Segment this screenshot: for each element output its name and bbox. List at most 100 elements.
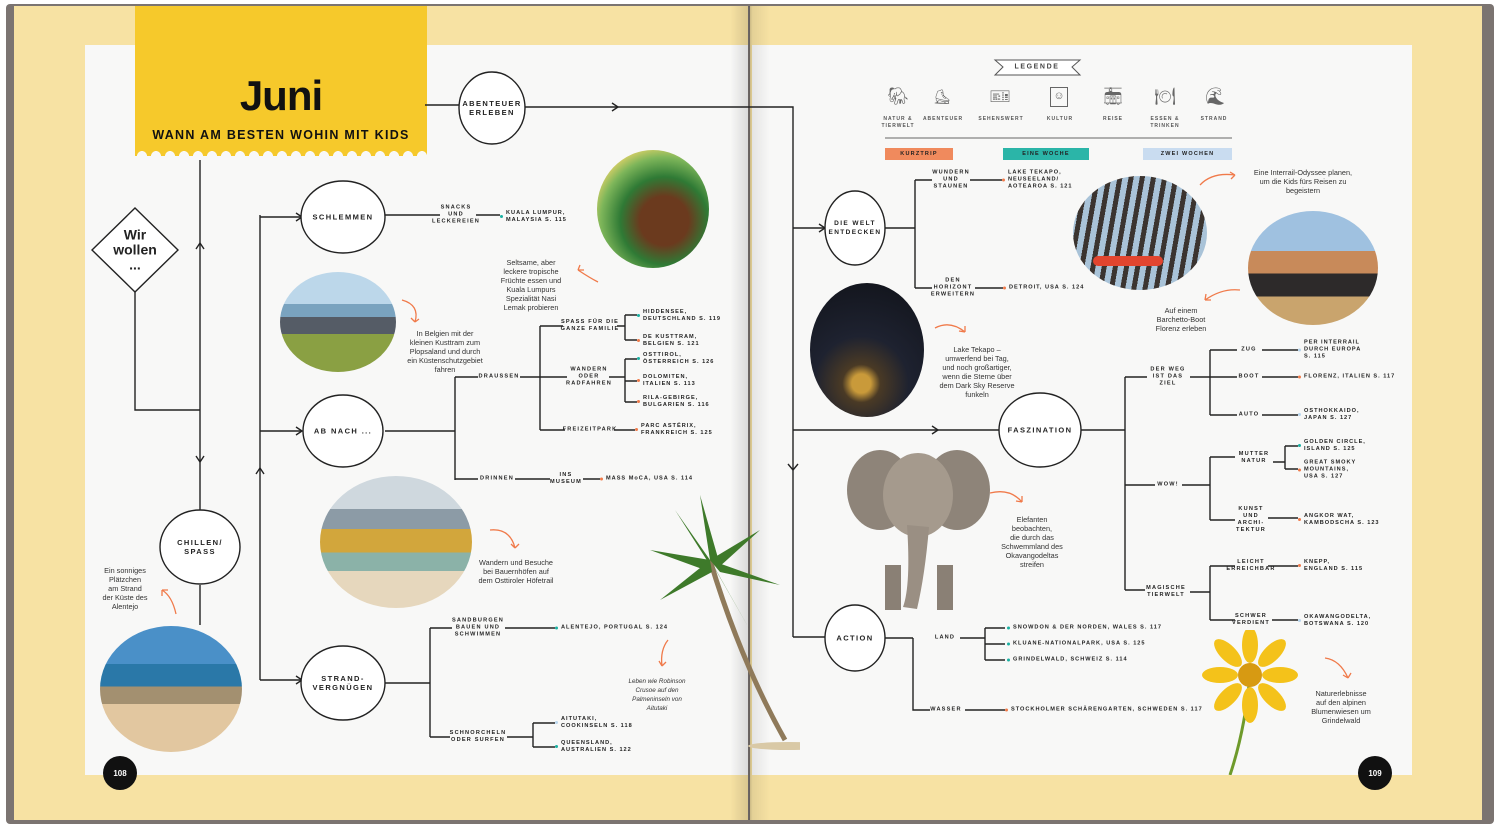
destination-kuala-lumpur[interactable]: KUALA LUMPUR, MALAYSIA S. 115 [500, 210, 567, 224]
branch-auto: AUTO [1238, 411, 1260, 418]
elephant-image [847, 450, 990, 610]
destination-alentejo[interactable]: ALENTEJO, PORTUGAL S. 124 [555, 625, 668, 632]
destination-dolomiten[interactable]: DOLOMITEN, ITALIEN S. 113 [637, 374, 696, 388]
destination-rila[interactable]: RILA-GEBIRGE, BULGARIEN S. 116 [637, 395, 710, 409]
destination-detroit[interactable]: DETROIT, USA S. 124 [1003, 285, 1084, 292]
caption-kuala-lumpur: Seltsame, aber leckere tropische Früchte… [500, 258, 562, 312]
destination-osttirol[interactable]: OSTTIROL, ÖSTERREICH S. 126 [637, 352, 714, 366]
destination-kluane[interactable]: KLUANE-NATIONALPARK, USA S. 125 [1007, 641, 1146, 648]
destination-label: RILA-GEBIRGE, BULGARIEN S. 116 [643, 395, 710, 408]
legend-label: KULTUR [1046, 116, 1074, 122]
destination-stockholm[interactable]: STOCKHOLMER SCHÄRENGARTEN, SCHWEDEN S. 1… [1005, 707, 1203, 714]
night-sky-photo [810, 283, 924, 417]
legend-kurztrip: KURZTRIP [885, 148, 953, 160]
destination-label: STOCKHOLMER SCHÄRENGARTEN, SCHWEDEN S. 1… [1011, 706, 1203, 713]
destination-label: GREAT SMOKY MOUNTAINS, USA S. 127 [1304, 459, 1357, 480]
destination-okawangodelta[interactable]: OKAWANGODELTA, BOTSWANA S. 120 [1298, 614, 1371, 628]
branch-weg: DER WEG IST DAS ZIEL [1150, 366, 1186, 387]
branch-museum: INS MUSEUM [549, 472, 583, 485]
legend-duration-label: KURZTRIP [900, 151, 938, 157]
destination-grindelwald[interactable]: GRINDELWALD, SCHWEIZ S. 114 [1007, 657, 1128, 664]
tram-icon: 🚋︎ [1102, 87, 1124, 106]
palm-tree-image [650, 495, 800, 750]
branch-snacks: SNACKS UND LECKEREIEN [431, 204, 481, 225]
branch-wundern: WUNDERN UND STAUNEN [932, 169, 970, 190]
caption-okavango: Elefanten beobachten, die durch das Schw… [1001, 515, 1063, 569]
wave-icon: 🌊︎ [1204, 87, 1226, 106]
branch-schnorcheln: SCHNORCHELN ODER SURFEN [449, 730, 507, 743]
legend-title: LEGENDE [1014, 63, 1060, 71]
destination-label: DETROIT, USA S. 124 [1009, 284, 1085, 291]
node-schlemmen: SCHLEMMEN [312, 212, 374, 222]
caption-kusttram: In Belgien mit der kleinen Kusttram zum … [407, 329, 483, 374]
destination-interrail[interactable]: PER INTERRAIL DURCH EUROPA S. 115 [1298, 340, 1361, 361]
destination-knepp[interactable]: KNEPP, ENGLAND S. 115 [1298, 559, 1363, 573]
branch-leicht: LEICHT ERREICHBAR [1226, 559, 1276, 572]
destination-label: PER INTERRAIL DURCH EUROPA S. 115 [1304, 339, 1362, 360]
legend-label: STRAND [1200, 116, 1228, 122]
destination-label: OSTHOKKAIDO, JAPAN S. 127 [1304, 408, 1360, 421]
destination-label: PARC ASTÉRIX, FRANKREICH S. 125 [641, 423, 713, 436]
destination-angkor-wat[interactable]: ANGKOR WAT, KAMBODSCHA S. 123 [1298, 513, 1380, 527]
destination-label: GOLDEN CIRCLE, ISLAND S. 125 [1304, 439, 1366, 452]
branch-schwer: SCHWER VERDIENT [1232, 613, 1270, 626]
legend-label: SEHENSWERT [978, 116, 1024, 122]
node-ab-nach: AB NACH ... [313, 426, 373, 436]
destination-osthokkaido[interactable]: OSTHOKKAIDO, JAPAN S. 127 [1298, 408, 1360, 422]
destination-label: KNEPP, ENGLAND S. 115 [1304, 559, 1364, 572]
page-number-right: 109 [1358, 756, 1392, 790]
destination-florenz[interactable]: FLORENZ, ITALIEN S. 117 [1298, 374, 1395, 381]
destination-lake-tekapo[interactable]: LAKE TEKAPO, NEUSEELAND/ AOTEAROA S. 121 [1002, 170, 1073, 191]
destination-queensland[interactable]: QUEENSLAND, AUSTRALIEN S. 122 [555, 740, 632, 754]
destination-label: GRINDELWALD, SCHWEIZ S. 114 [1013, 656, 1128, 663]
destination-label: LAKE TEKAPO, NEUSEELAND/ AOTEAROA S. 121 [1008, 169, 1073, 190]
book-spine [730, 6, 770, 820]
legend-eine-woche: EINE WOCHE [1003, 148, 1089, 160]
page-subtitle: WANN AM BESTEN WOHIN MIT KIDS [152, 128, 410, 142]
picture-frame-icon: ☺ [1050, 87, 1068, 107]
branch-freizeitpark: FREIZEITPARK [562, 426, 618, 433]
caption-alentejo: Ein sonniges Plätzchen am Strand der Küs… [102, 566, 148, 611]
caption-osttirol: Wandern und Besuche bei Bauernhöfen auf … [478, 558, 554, 585]
destination-label: FLORENZ, ITALIEN S. 117 [1304, 373, 1396, 380]
branch-wow: WOW! [1157, 481, 1179, 488]
destination-label: OSTTIROL, ÖSTERREICH S. 126 [643, 352, 715, 365]
destination-label: MASS MoCA, USA S. 114 [606, 475, 693, 482]
node-faszination: FASZINATION [1007, 425, 1073, 435]
branch-sandburgen: SANDBURGEN BAUEN UND SCHWIMMEN [451, 617, 505, 638]
node-action: ACTION [836, 633, 874, 643]
legend-zwei-wochen: ZWEI WOCHEN [1143, 148, 1232, 160]
caption-grindelwald: Naturerlebnisse auf den alpinen Blumenwi… [1311, 689, 1371, 725]
branch-zug: ZUG [1241, 346, 1257, 353]
destination-snowdon[interactable]: SNOWDON & DER NORDEN, WALES S. 117 [1007, 625, 1162, 632]
destination-great-smoky[interactable]: GREAT SMOKY MOUNTAINS, USA S. 127 [1298, 460, 1356, 481]
page-number-left: 108 [103, 756, 137, 790]
tram-photo [280, 272, 396, 372]
beach-photo [100, 626, 242, 752]
destination-label: ALENTEJO, PORTUGAL S. 124 [561, 624, 668, 631]
destination-label: AITUTAKI, COOKINSELN S. 118 [561, 716, 633, 729]
destination-mass-moca[interactable]: MASS MoCA, USA S. 114 [600, 476, 693, 483]
destination-label: KLUANE-NATIONALPARK, USA S. 125 [1013, 640, 1146, 647]
branch-boot: BOOT [1238, 373, 1260, 380]
legend-duration-label: EINE WOCHE [1022, 151, 1070, 157]
destination-parc-asterix[interactable]: PARC ASTÉRIX, FRANKREICH S. 125 [635, 423, 713, 437]
destination-golden-circle[interactable]: GOLDEN CIRCLE, ISLAND S. 125 [1298, 439, 1366, 453]
destination-label: HIDDENSEE, DEUTSCHLAND S. 119 [643, 309, 721, 322]
destination-hiddensee[interactable]: HIDDENSEE, DEUTSCHLAND S. 119 [637, 309, 721, 323]
node-strandvergnuegen: STRAND- VERGNÜGEN [312, 674, 374, 692]
destination-kusttram[interactable]: DE KUSTTRAM, BELGIEN S. 121 [637, 334, 700, 348]
node-die-welt-entdecken: DIE WELT ENTDECKEN [828, 220, 882, 236]
destination-aitutaki[interactable]: AITUTAKI, COOKINSELN S. 118 [555, 716, 633, 730]
legend-label: NATUR & TIERWELT [881, 116, 915, 129]
title-tag [135, 6, 427, 156]
branch-land: LAND [934, 634, 956, 641]
node-chillen-spass: CHILLEN/ SPASS [177, 538, 223, 556]
caption-lake-tekapo: Lake Tekapo – umwerfend bei Tag, und noc… [939, 345, 1015, 399]
flower-image [1202, 630, 1298, 775]
train-station-photo [1073, 176, 1207, 290]
destination-label: QUEENSLAND, AUSTRALIEN S. 122 [561, 740, 632, 753]
branch-horizont: DEN HORIZONT ERWEITERN [930, 277, 976, 298]
node-abenteuer-erleben: ABENTEUER ERLEBEN [462, 99, 522, 117]
